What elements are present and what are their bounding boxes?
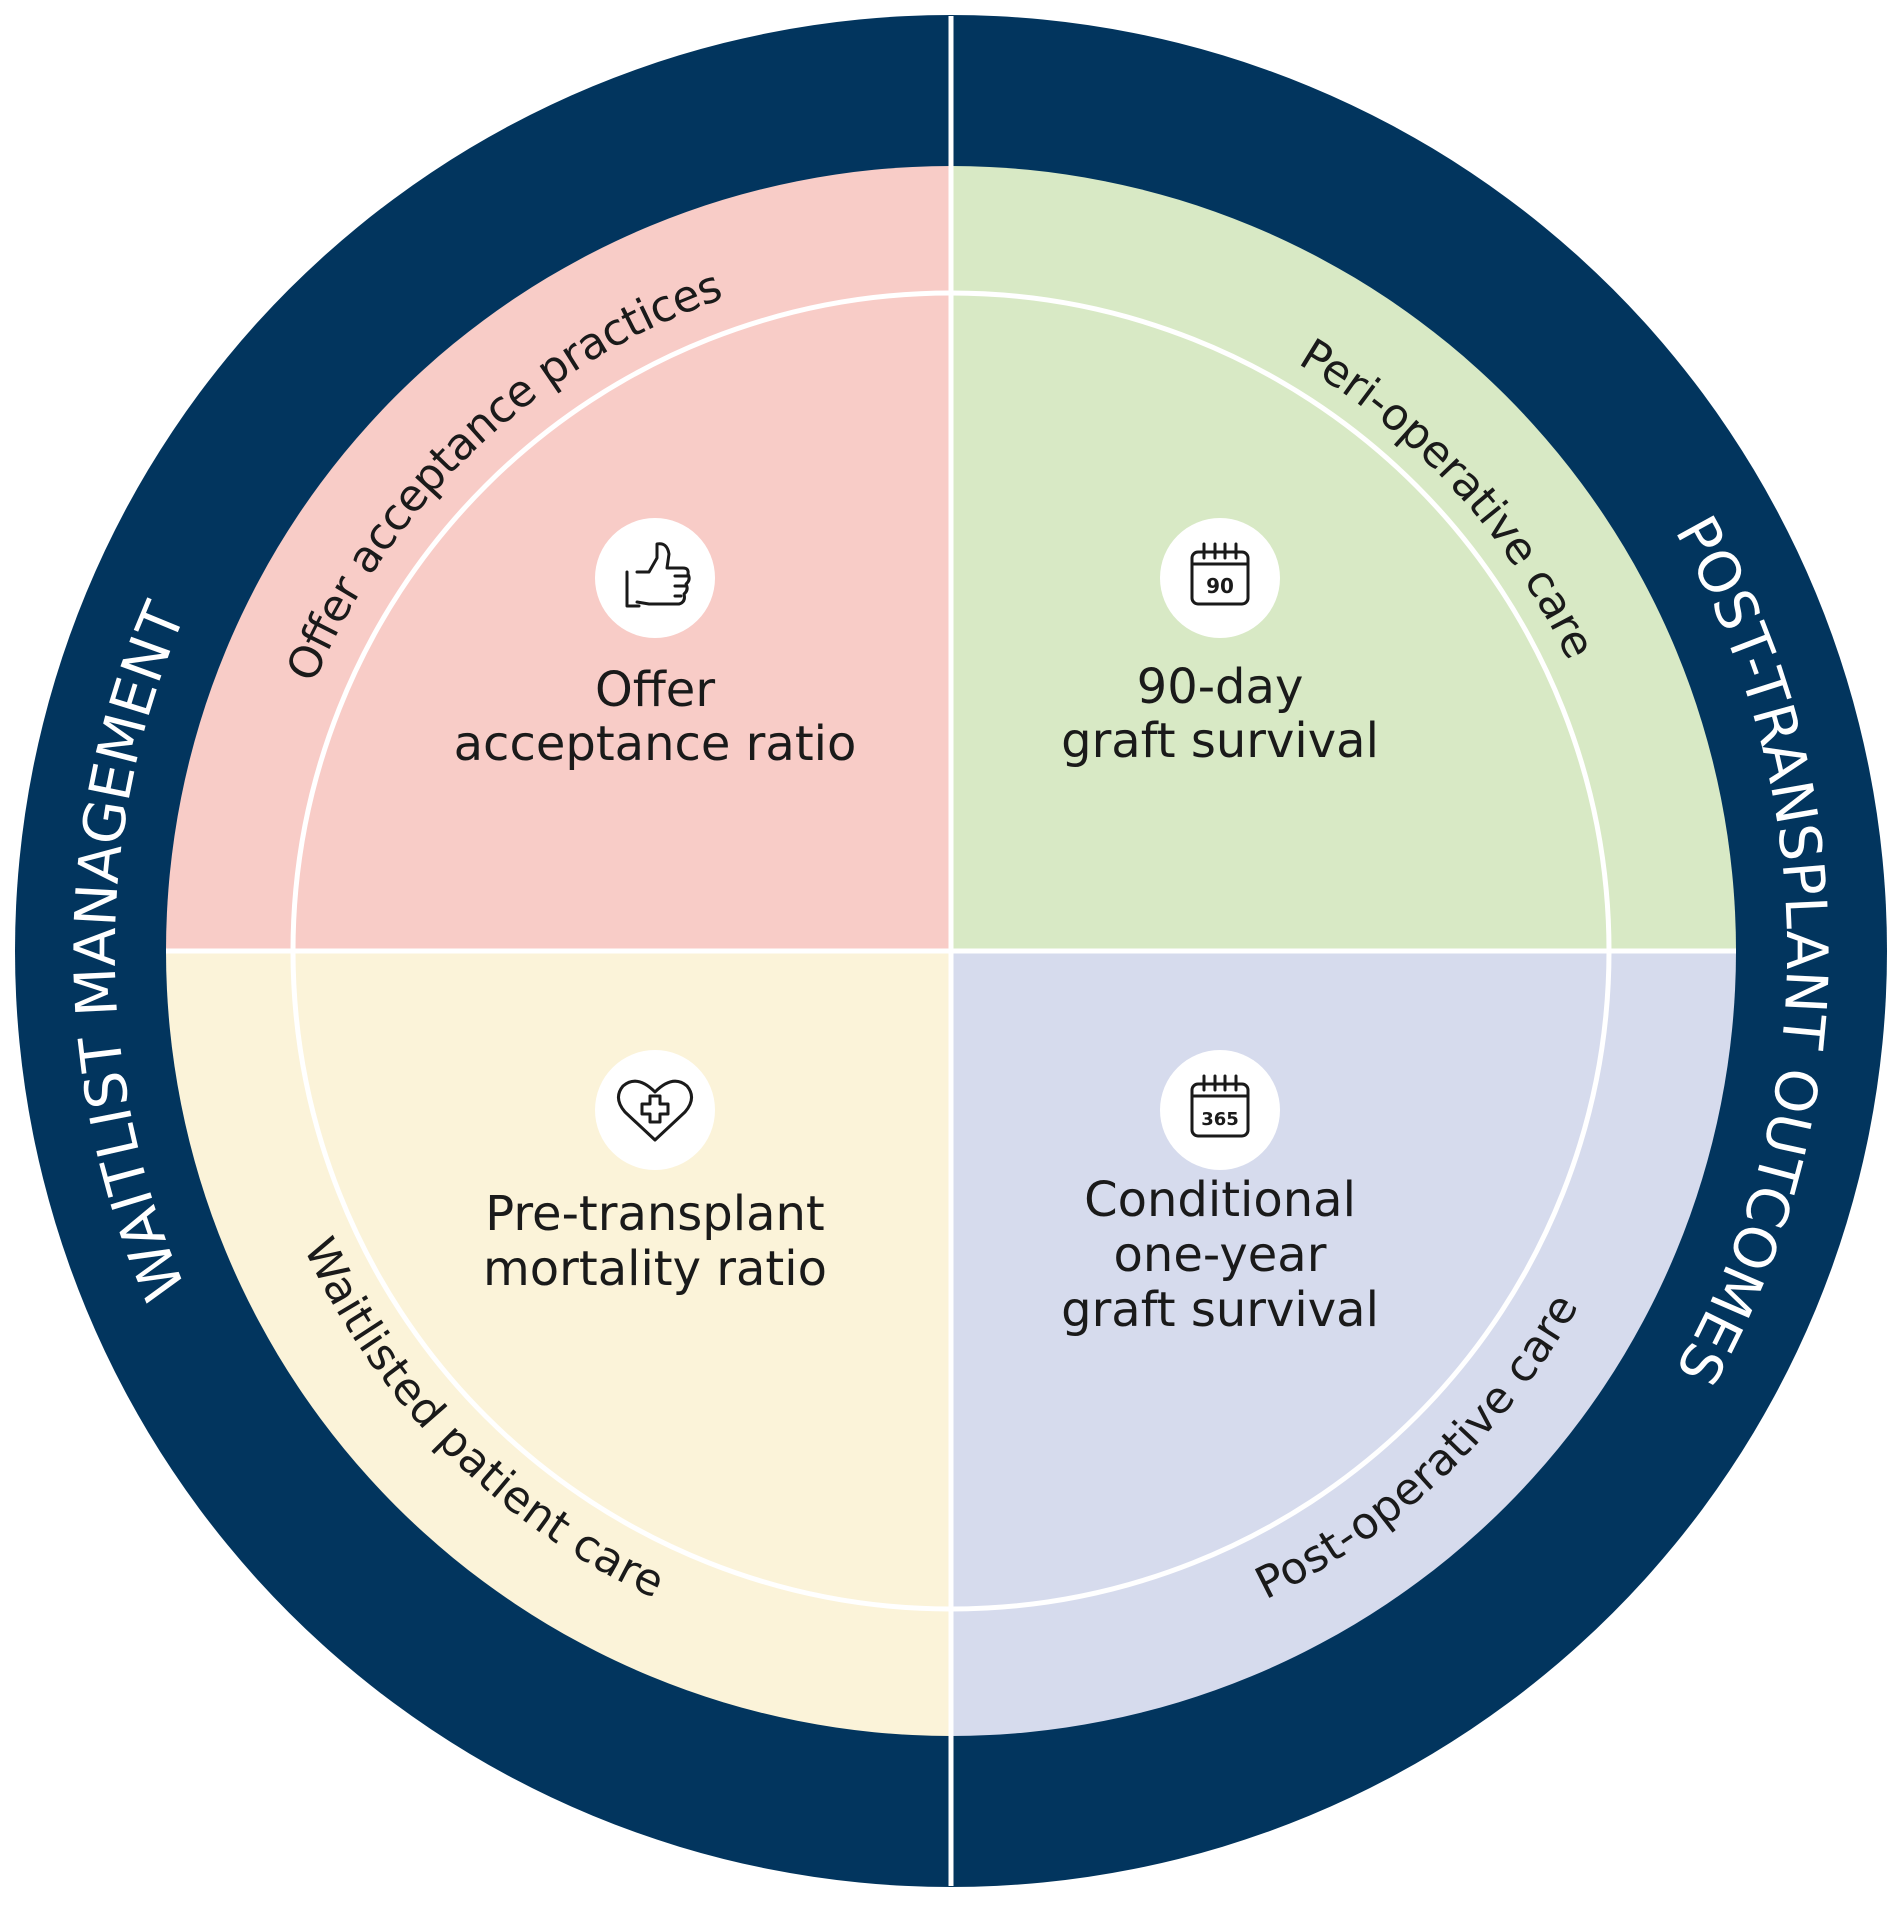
metric-offer-acceptance: Offer acceptance ratio xyxy=(454,518,857,772)
calendar-number: 365 xyxy=(1201,1109,1239,1130)
quadrant-bottom-right xyxy=(951,951,1736,1736)
metric-conditional-one-year-graft-survival: 365 Conditional one-year graft survival xyxy=(1061,1050,1379,1338)
quadrant-bottom-left xyxy=(166,951,951,1736)
quadrant-top-right xyxy=(951,166,1736,951)
inner-circle-divider xyxy=(290,290,1612,1612)
metric-label-line2: one-year xyxy=(1114,1227,1327,1283)
icon-badge xyxy=(595,1050,715,1170)
icon-badge xyxy=(595,518,715,638)
metric-pre-transplant-mortality: Pre-transplant mortality ratio xyxy=(483,1050,827,1297)
calendar-number: 90 xyxy=(1206,574,1234,598)
calendar-90-icon: 90 xyxy=(1190,542,1250,606)
metric-label-line1: Conditional xyxy=(1084,1172,1356,1228)
metric-label-line2: graft survival xyxy=(1061,713,1379,769)
icon-badge xyxy=(1160,1050,1280,1170)
metric-90-day-graft-survival: 90 90-day graft survival xyxy=(1061,518,1379,769)
calendar-365-icon: 365 xyxy=(1190,1074,1250,1138)
metric-label-line1: 90-day xyxy=(1137,659,1304,715)
metric-label-line1: Pre-transplant xyxy=(485,1186,825,1242)
metric-label-line2: mortality ratio xyxy=(483,1241,827,1297)
quadrant-top-left xyxy=(166,166,951,951)
metric-label-line1: Offer xyxy=(595,662,715,718)
heart-plus-icon xyxy=(617,1079,693,1142)
thumbs-up-icon xyxy=(625,542,691,608)
metric-label-line2: acceptance ratio xyxy=(454,716,857,772)
metric-label-line3: graft survival xyxy=(1061,1282,1379,1338)
icon-badge xyxy=(1160,518,1280,638)
